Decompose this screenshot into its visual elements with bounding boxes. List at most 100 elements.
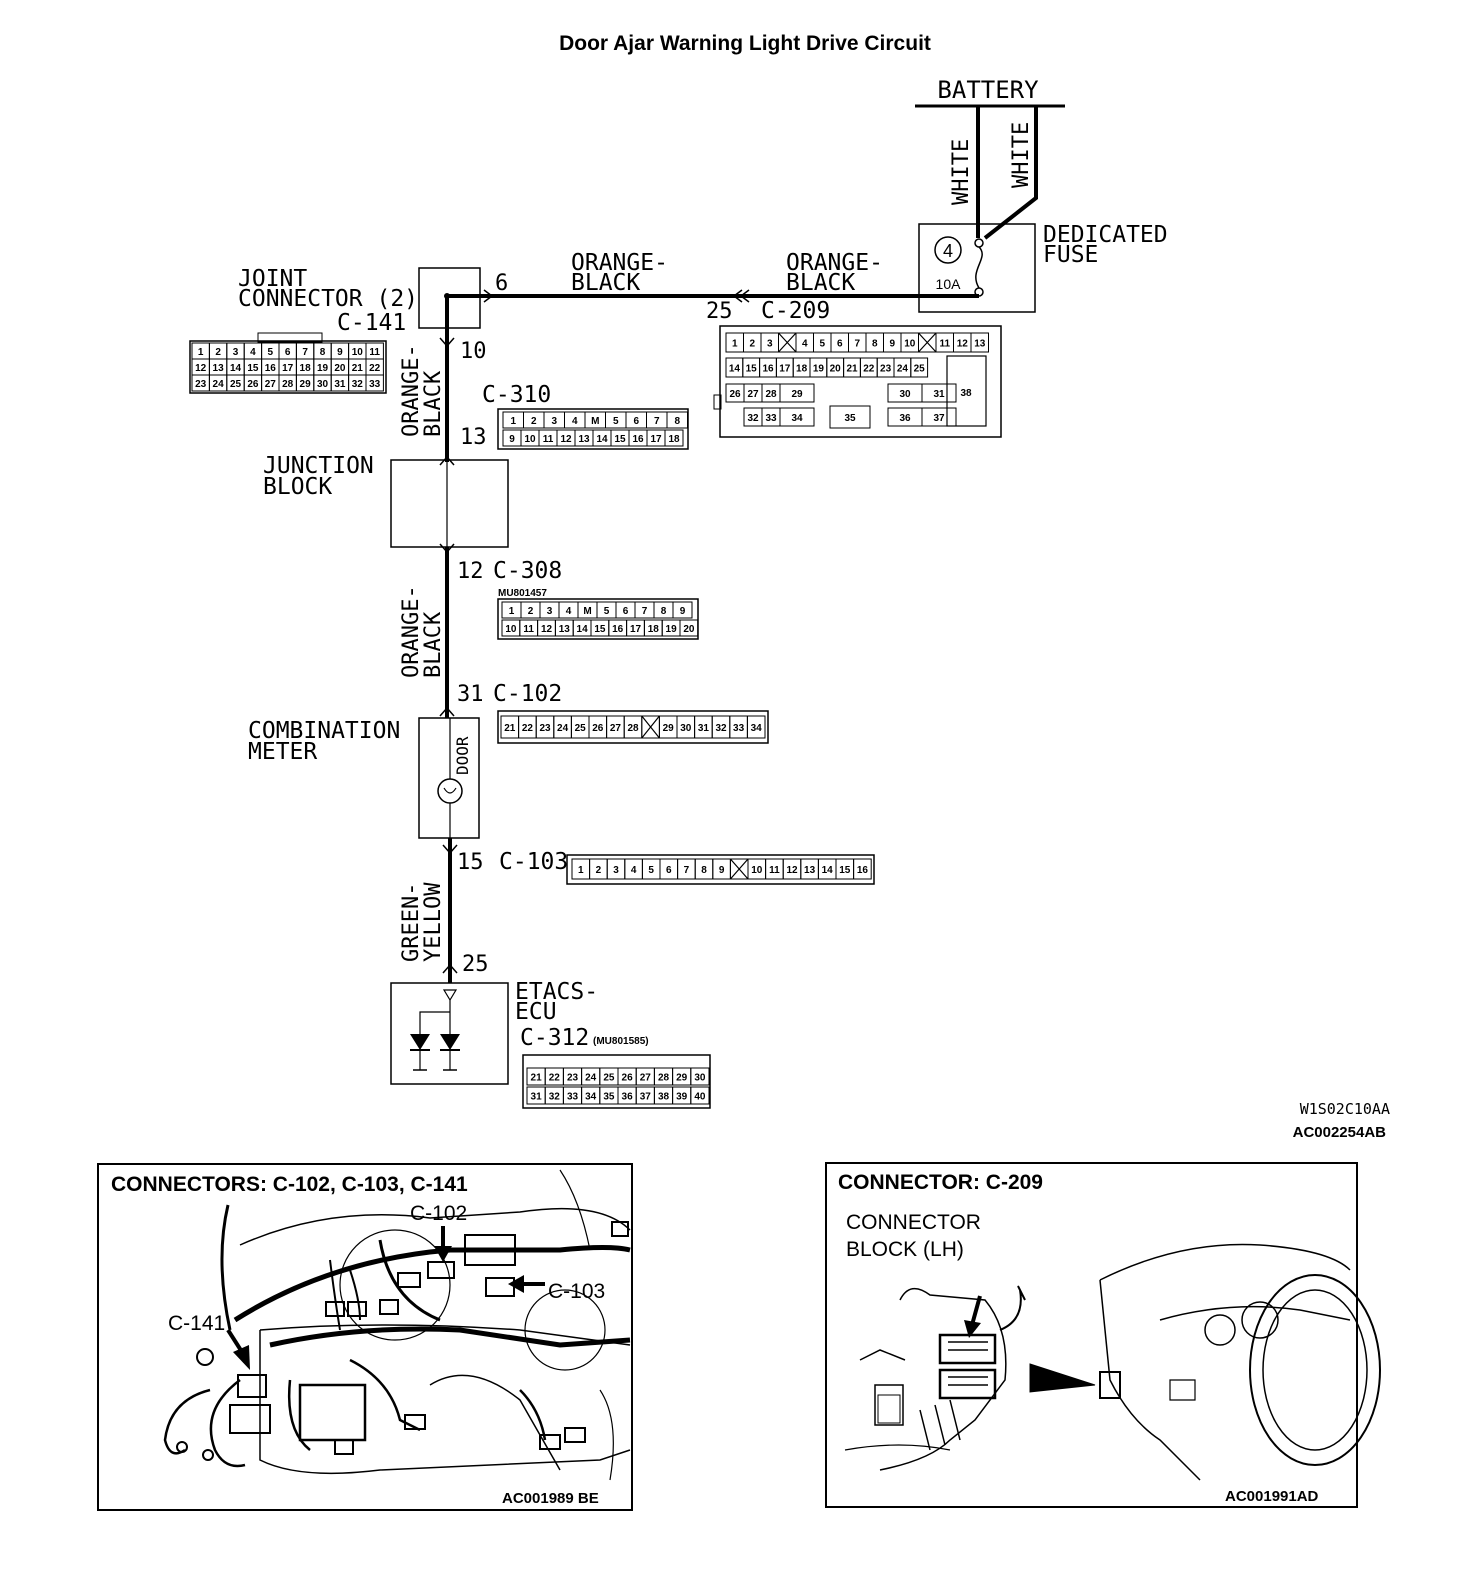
connector-pin-label: 15 (839, 865, 851, 876)
connector-pin-label: 19 (317, 363, 329, 374)
connector-pin-label: 14 (596, 434, 608, 445)
blank-pin-icon (641, 715, 660, 739)
junction-block-label1: JUNCTION (263, 453, 374, 479)
connector-pin-label: 12 (541, 624, 553, 635)
panel-right-title: CONNECTOR: C-209 (838, 1171, 1043, 1194)
connector-pin-label: 2 (596, 865, 602, 876)
connector-pin-label: 13 (974, 339, 986, 350)
connector-pin-label: 15 (247, 363, 259, 374)
connector-pin-label: 13 (559, 624, 571, 635)
svg-text:GREEN-: GREEN- (399, 883, 424, 962)
connector-pin-label: M (591, 416, 599, 427)
door-lamp-icon (437, 778, 463, 804)
connector-location-panel-right: CONNECTOR: C-209 CONNECTOR BLOCK (LH) (825, 1162, 1381, 1508)
connector-pin-label: 12 (560, 434, 572, 445)
fuse-number: 4 (943, 241, 953, 261)
connector-pin-label: 21 (504, 723, 516, 734)
panel-right-label1: CONNECTOR (846, 1211, 981, 1234)
connector-pin (921, 407, 957, 427)
connector-pin-label: 18 (796, 364, 808, 375)
connector-pin (690, 1067, 710, 1086)
connector-pin (666, 411, 688, 429)
blank-pin-icon (918, 332, 937, 353)
connector-pin-label: 32 (715, 723, 727, 734)
panel-right-label2: BLOCK (LH) (846, 1238, 964, 1261)
connector-pin-label: 25 (603, 1073, 615, 1084)
wire-label-white-left: WHITE (949, 139, 974, 205)
connector-pin-label: 2 (215, 347, 221, 358)
connector-pin-label: 9 (680, 606, 686, 617)
connector-arrow-icon (964, 1295, 982, 1338)
connector-pin (664, 429, 684, 447)
connector-pin-label: 34 (751, 723, 763, 734)
connector-pin-label: 20 (683, 624, 695, 635)
connector-pin-label: 16 (265, 363, 277, 374)
connector-pin-label: 25 (914, 364, 926, 375)
c209-pin: 25 (706, 299, 733, 324)
panel-left-c141: C-141 (168, 1312, 225, 1335)
connector-pin-label: 9 (509, 434, 515, 445)
svg-text:BLACK: BLACK (786, 270, 855, 296)
connector-pin-label: 23 (539, 723, 551, 734)
joint-connector-label1: JOINT (238, 266, 307, 292)
connector-pin (910, 357, 929, 378)
wire-orange-black-vertical-1: ORANGE- BLACK (399, 296, 455, 466)
panel-right-code: AC001991AD (1225, 1488, 1319, 1505)
connector-pin-label: 31 (531, 1092, 543, 1103)
connector-pin-label: 36 (622, 1092, 634, 1103)
connector-pin (829, 405, 871, 429)
connector-pin-label: 14 (230, 363, 242, 374)
connector-pin (921, 383, 957, 403)
connector-chevron-icon (483, 289, 494, 303)
blank-pin-icon (729, 858, 749, 880)
battery-section: BATTERY WHITE WHITE (915, 76, 1065, 240)
page-title: Door Ajar Warning Light Drive Circuit (559, 32, 931, 55)
joint-connector-pin-down: 10 (460, 339, 487, 364)
etacs-label1: ETACS- (515, 979, 598, 1005)
connector-pin-label: 3 (551, 416, 557, 427)
connector-pin-label: 17 (779, 364, 791, 375)
connector-pin-label: 1 (510, 416, 516, 427)
connector-pin-label: 9 (719, 865, 725, 876)
wire-orange-black-horizontal: ORANGE- BLACK ORANGE- BLACK (447, 250, 979, 303)
connector-pin-label: 32 (549, 1092, 561, 1103)
connector-pin-label: 10 (352, 347, 364, 358)
c312-id: C-312 (520, 1025, 589, 1051)
connector-pin-label: 27 (265, 379, 277, 390)
connector-pin (746, 715, 766, 739)
connector-pin-label: 5 (604, 606, 610, 617)
svg-text:BLACK: BLACK (421, 370, 446, 437)
joint-connector-pin-out: 6 (495, 271, 508, 296)
blank-pin-icon (778, 332, 797, 353)
connector-pin-label: 34 (585, 1092, 597, 1103)
connector-pin-label: 30 (899, 389, 911, 400)
connector-pin-label: 22 (522, 723, 534, 734)
connector-pin-label: 5 (268, 347, 274, 358)
connector-pin-label: 11 (769, 865, 780, 876)
panel-left-code: AC001989 BE (502, 1490, 599, 1507)
connector-pin-label: 24 (557, 723, 569, 734)
wire-green-yellow: GREEN- YELLOW (399, 838, 458, 983)
connector-location-panel-left: CONNECTORS: C-102, C-103, C-141 (97, 1163, 633, 1511)
connector-pin-label: 6 (285, 347, 291, 358)
connector-pin-label: 31 (933, 389, 945, 400)
connector-pin-label: 23 (195, 379, 207, 390)
reference-code: AC002254AB (1293, 1124, 1387, 1141)
connector-pin-label: 4 (572, 416, 578, 427)
connector-pin (970, 332, 989, 353)
connector-pin-label: 16 (632, 434, 644, 445)
connector-pin-label: 1 (509, 606, 515, 617)
connector-pin-label: 16 (857, 865, 869, 876)
connector-pin-label: 1 (732, 339, 738, 350)
connector-pin-label: 32 (352, 379, 364, 390)
diagram-code: W1S02C10AA (1300, 1100, 1390, 1118)
connector-pin-label: 30 (680, 723, 692, 734)
wire-orange-black-vertical-2: ORANGE- BLACK (399, 543, 455, 718)
connector-pin-label: 12 (195, 363, 207, 374)
battery-label: BATTERY (937, 76, 1039, 104)
